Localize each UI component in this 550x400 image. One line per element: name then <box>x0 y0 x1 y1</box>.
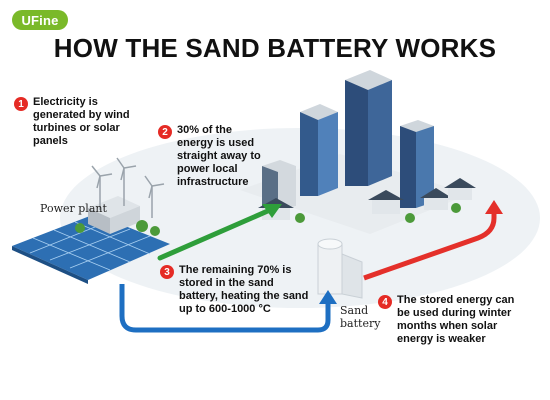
arrow-to-battery <box>119 284 337 333</box>
step-2-text: 30% of the energy is used straight away … <box>177 124 261 188</box>
step-2-badge: 2 <box>158 125 172 139</box>
sand-battery-silo <box>317 238 363 299</box>
step-1-text: Electricity is generated by wind turbine… <box>33 96 130 147</box>
arrow-battery-to-city <box>363 200 503 281</box>
arrow-to-city <box>157 204 282 261</box>
trees <box>75 220 160 236</box>
diagram: 1 Electricity is generated by wind turbi… <box>0 68 550 374</box>
city-district <box>240 70 476 234</box>
step-3-text: The remaining 70% is stored in the sand … <box>179 264 309 315</box>
diagram-illustration <box>12 70 540 333</box>
brand-logo: UFine <box>12 10 68 30</box>
step-1-badge: 1 <box>14 97 28 111</box>
page-title: HOW THE SAND BATTERY WORKS <box>53 33 497 63</box>
power-plant-label: Power plant <box>40 202 107 215</box>
step-4-text: The stored energy can be used during win… <box>397 294 515 345</box>
bottom-margin <box>0 374 550 400</box>
power-plant-building <box>88 196 140 234</box>
sand-battery-label: Sand battery <box>340 304 381 330</box>
wind-turbine-icon <box>91 157 165 218</box>
step-4-callout: 4 The stored energy can be used during w… <box>378 294 528 346</box>
step-1-callout: 1 Electricity is generated by wind turbi… <box>14 96 134 148</box>
step-3-callout: 3 The remaining 70% is stored in the san… <box>160 264 310 316</box>
solar-panel-field <box>12 214 170 284</box>
step-2-callout: 2 30% of the energy is used straight awa… <box>158 124 268 189</box>
step-3-badge: 3 <box>160 265 174 279</box>
step-4-badge: 4 <box>378 295 392 309</box>
